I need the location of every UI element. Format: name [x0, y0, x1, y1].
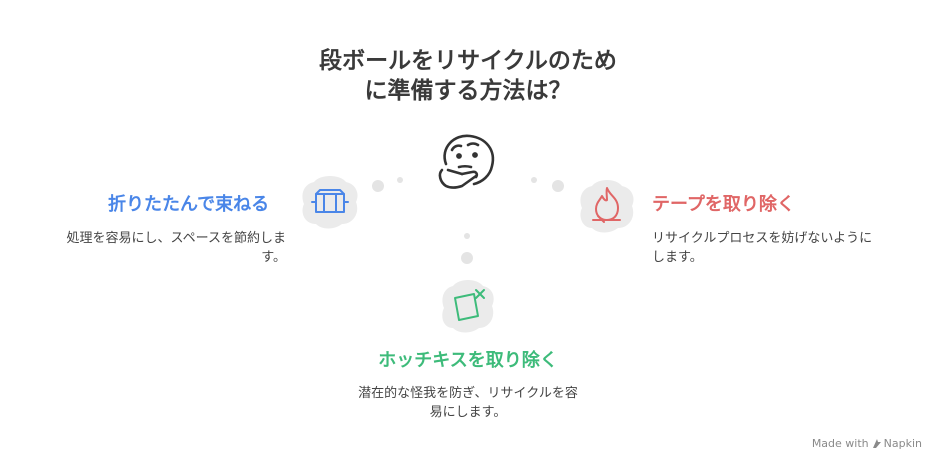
connector-dot [461, 252, 473, 264]
thinking-face-icon [432, 130, 504, 202]
staple-remove-icon [438, 276, 498, 336]
item-desc-staples: 潜在的な怪我を防ぎ、リサイクルを容 易にします。 [318, 384, 618, 422]
item-desc-line: リサイクルプロセスを妨げないように [652, 231, 873, 246]
napkin-logo-icon [872, 438, 882, 452]
connector-dot [372, 180, 384, 192]
item-desc-line: 易にします。 [429, 405, 507, 420]
connector-dot [397, 177, 403, 183]
item-heading-tape: テープを取り除く [652, 194, 795, 215]
item-desc-fold: 処理を容易にし、スペースを節約しま す。 [32, 229, 286, 267]
connector-dot [552, 180, 564, 192]
made-with-label: Made with [811, 437, 869, 450]
page-title: 段ボールをリサイクルのため に準備する方法は？ [268, 46, 668, 106]
flame-icon [576, 176, 638, 236]
made-with-napkin[interactable]: Made with Napkin [812, 437, 922, 452]
connector-dot [464, 233, 470, 239]
item-heading-fold: 折りたたんで束ねる [108, 194, 270, 215]
connector-dot [531, 177, 537, 183]
item-desc-line: します。 [652, 250, 703, 265]
item-desc-tape: リサイクルプロセスを妨げないように します。 [652, 229, 912, 267]
item-heading-staples: ホッチキスを取り除く [378, 350, 558, 371]
item-desc-line: す。 [261, 250, 286, 265]
napkin-brand-label: Napkin [883, 437, 922, 450]
item-desc-line: 処理を容易にし、スペースを節約しま [66, 231, 286, 246]
title-line-1: 段ボールをリサイクルのため [319, 48, 617, 74]
flattened-box-icon [298, 172, 362, 232]
title-line-2: に準備する方法は？ [364, 78, 572, 104]
item-desc-line: 潜在的な怪我を防ぎ、リサイクルを容 [358, 386, 578, 401]
